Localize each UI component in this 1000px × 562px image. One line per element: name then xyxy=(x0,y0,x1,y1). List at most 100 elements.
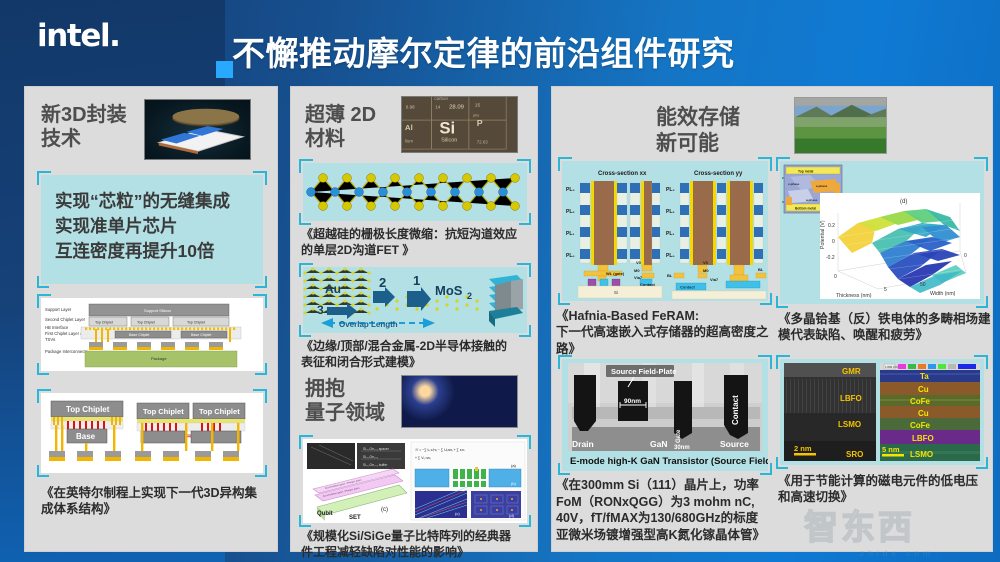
svg-text:TSVs: TSVs xyxy=(45,337,55,342)
svg-text:E-mode high-K GaN Transistor (: E-mode high-K GaN Transistor (Source Fie… xyxy=(570,456,768,467)
svg-text:Si: Si xyxy=(614,290,618,295)
svg-text:14: 14 xyxy=(435,105,440,110)
svg-text:(d): (d) xyxy=(509,513,515,518)
svg-text:Source: Source xyxy=(720,439,749,449)
svg-text:Contact: Contact xyxy=(680,285,696,290)
svg-text:PL₀: PL₀ xyxy=(566,253,575,259)
svg-text:lium: lium xyxy=(405,138,413,143)
caption-sisige-qubit-array: 《规模化Si/SiGe量子比特阵列的经典器 件工程减轻缺陷对性能的影响》 xyxy=(301,529,512,559)
svg-text:LBFO: LBFO xyxy=(912,434,934,443)
svg-text:PL₁: PL₁ xyxy=(566,231,574,237)
svg-text:30nm: 30nm xyxy=(674,445,690,451)
svg-text:(b): (b) xyxy=(511,481,517,486)
svg-text:carbon: carbon xyxy=(434,97,448,101)
svg-text:Cross-section xx: Cross-section xx xyxy=(598,171,647,177)
svg-text:LSMO: LSMO xyxy=(910,450,933,459)
thumbnail-3d-package-render xyxy=(144,99,251,160)
title-accent-square xyxy=(216,61,233,78)
svg-text:72.63: 72.63 xyxy=(477,139,489,144)
svg-text:Top Chiplet: Top Chiplet xyxy=(199,407,240,416)
svg-text:Al: Al xyxy=(405,123,413,132)
svg-text:x: x xyxy=(782,200,784,204)
svg-text:LBFO: LBFO xyxy=(840,394,862,403)
page-title: 不懈推动摩尔定律的前沿组件研究 xyxy=(232,35,735,72)
svg-text:Gate: Gate xyxy=(676,429,682,443)
svg-text:ℋ = −∑ tᵢⱼ cᵢ†cⱼ − ∑ Uᵢⱼnᵢnⱼ +: ℋ = −∑ tᵢⱼ cᵢ†cⱼ − ∑ Uᵢⱼnᵢnⱼ + ∑ εᵢnᵢ xyxy=(415,448,465,452)
svg-text:First Chiplet Layer &: First Chiplet Layer & xyxy=(45,331,83,336)
caption-gan-transistor: 《在300mm Si（111）晶片上，功率 FoM（RONxQGG）为3 moh… xyxy=(556,478,766,542)
svg-text:SRO: SRO xyxy=(846,450,863,459)
svg-text:90nm: 90nm xyxy=(624,398,641,405)
svg-text:5 nm: 5 nm xyxy=(882,445,900,454)
callout-text-interconnect: 实现“芯粒”的无缝集成 实现准单片芯片 互连密度再提升10倍 xyxy=(55,191,230,261)
callout-box-interconnect: 实现“芯粒”的无缝集成 实现准单片芯片 互连密度再提升10倍 xyxy=(37,171,267,288)
chart-xlabel: Thickness (nm) xyxy=(836,293,872,299)
diagram-2d-lattice-chain xyxy=(299,159,531,225)
section-heading-quantum: 拥抱 量子领域 xyxy=(305,378,385,425)
svg-text:Accumulation gates / Plunger g: Accumulation gates / Plunger gates xyxy=(323,486,361,498)
svg-text:Si₀.₇Ge₀.₃: Si₀.₇Ge₀.₃ xyxy=(363,455,378,459)
svg-text:Contact: Contact xyxy=(731,395,740,425)
caption-ferroelectric-phase-field: 《多晶铪基（反）铁电体的多畴相场建 模代表缺陷、唤醒和疲劳》 xyxy=(778,312,991,343)
svg-text:Drain: Drain xyxy=(572,439,594,449)
svg-text:(c): (c) xyxy=(455,511,460,516)
svg-text:5: 5 xyxy=(884,287,887,293)
svg-text:Cross-section yy: Cross-section yy xyxy=(694,171,743,177)
svg-text:CoFe: CoFe xyxy=(910,397,931,406)
svg-text:BL: BL xyxy=(758,267,764,272)
section-heading-2d-materials: 超薄 2D 材料 xyxy=(305,104,377,151)
svg-text:(c): (c) xyxy=(381,507,388,513)
svg-text:Base Chiplet: Base Chiplet xyxy=(129,333,149,337)
svg-text:Bottom metal: Bottom metal xyxy=(795,207,816,211)
svg-text:SET: SET xyxy=(349,515,361,521)
svg-text:Top Chiplet: Top Chiplet xyxy=(66,405,110,414)
svg-text:2 nm: 2 nm xyxy=(794,444,812,453)
svg-text:Si₀.₇Ge₀.₃ buffer: Si₀.₇Ge₀.₃ buffer xyxy=(363,463,388,467)
svg-text:a-phase: a-phase xyxy=(816,184,828,188)
svg-text:Silicon: Silicon xyxy=(441,137,457,143)
svg-text:V0: V0 xyxy=(636,260,642,265)
image-gan-transistor-tem: Source Field-Plate 90nm Drain GaN Gate 3… xyxy=(558,355,800,475)
panel-3d-packaging: 新3D封装 技术 实现“芯粒”的无缝集成 实现准单片芯片 互连密度再提升10倍 … xyxy=(24,86,278,552)
svg-text:HB Interface: HB Interface xyxy=(45,325,69,330)
svg-text:Overlap Length: Overlap Length xyxy=(339,320,398,329)
caption-2d-channel-fet: 《超越硅的栅极长度微缩：抗短沟道效应 的单层2D沟道FET 》 xyxy=(301,227,518,257)
svg-text:Base: Base xyxy=(76,432,96,441)
svg-text:(a): (a) xyxy=(511,463,517,468)
svg-text:Top Chiplet: Top Chiplet xyxy=(143,407,184,416)
caption-metal-2d-contact: 《边缘/顶部/混合金属-2D半导体接触的 表征和闭合形式建模》 xyxy=(301,339,508,369)
svg-text:+ ∑ Vᵢⱼ nᵢnⱼ: + ∑ Vᵢⱼ nᵢnⱼ xyxy=(415,456,431,460)
svg-text:WL (gate): WL (gate) xyxy=(606,271,625,276)
svg-text:Base Chiplet: Base Chiplet xyxy=(191,333,211,337)
panel-2d-materials-quantum: 超薄 2D 材料 6.98 14 28.09 15 Al Si Silicon … xyxy=(290,86,538,559)
diagram-chiplet-bonding-detail: Top Chiplet Base xyxy=(37,389,267,477)
svg-text:BL: BL xyxy=(667,273,673,278)
svg-text:Si₀.₇Ge₀.₃ spacer: Si₀.₇Ge₀.₃ spacer xyxy=(363,447,390,451)
svg-text:Top Chiplet: Top Chiplet xyxy=(95,321,113,325)
svg-text:MoS: MoS xyxy=(435,283,463,298)
svg-text:Top metal: Top metal xyxy=(798,170,813,174)
diagram-qubit-set-device: Si₀.₇Ge₀.₃ spacer Si₀.₇Ge₀.₃ Si₀.₇Ge₀.₃ … xyxy=(299,435,531,527)
intel-logo-dot: . xyxy=(109,18,121,54)
thumbnail-green-field-landscape xyxy=(794,97,887,154)
svg-text:Support Silicon: Support Silicon xyxy=(144,308,171,313)
svg-text:LSMO: LSMO xyxy=(838,420,861,429)
svg-text:2: 2 xyxy=(467,291,472,301)
svg-text:PL₂: PL₂ xyxy=(566,209,575,215)
svg-text:1: 1 xyxy=(413,273,420,288)
intel-logo-text: intel xyxy=(37,18,111,54)
diagram-feram-cross-sections: Cross-section xx Cross-section yy PL₃ PL₂… xyxy=(558,157,772,305)
caption-hafnia-feram: 《Hafnia-Based FeRAM: 下一代高速嵌入式存储器的超高密度之路》 xyxy=(556,309,769,356)
svg-text:6.98: 6.98 xyxy=(406,105,415,110)
svg-text:Top Chiplet: Top Chiplet xyxy=(137,321,155,325)
svg-text:Package Interconnects: Package Interconnects xyxy=(45,349,88,354)
svg-text:PL₃: PL₃ xyxy=(666,187,675,193)
section-heading-energy-memory: 能效存储 新可能 xyxy=(656,106,740,155)
svg-text:Ta: Ta xyxy=(920,372,929,381)
svg-text:Package: Package xyxy=(151,356,167,361)
caption-magnetoelectric-switching: 《用于节能计算的磁电元件的低电压 和高速切换》 xyxy=(778,474,979,505)
diagram-metal-2d-contact: Au 3 2 1 Overlap Length MoS 2 xyxy=(299,263,531,337)
svg-text:Si: Si xyxy=(439,119,455,138)
